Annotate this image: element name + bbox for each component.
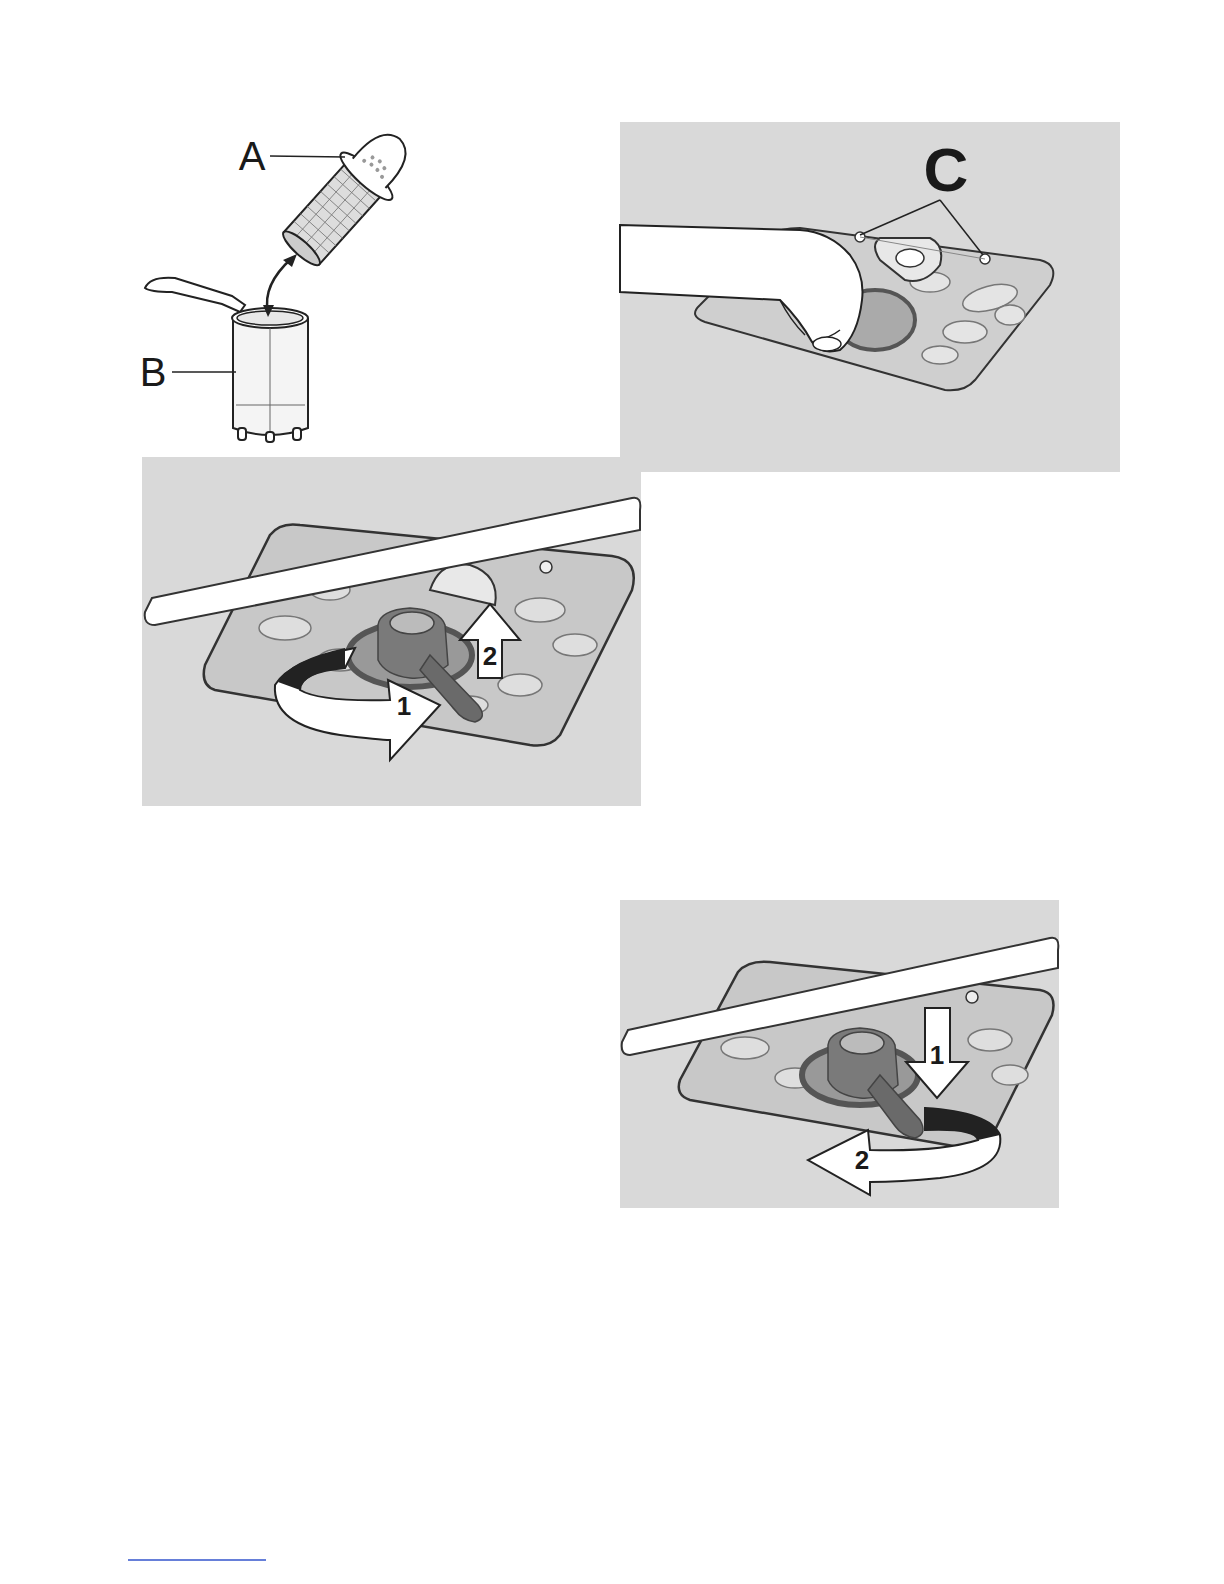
remove-filter-panel	[142, 457, 641, 806]
callout-number: 1	[397, 693, 411, 719]
callout-number: 1	[930, 1042, 944, 1068]
part-letter: A	[239, 136, 266, 176]
callout-number: 2	[483, 643, 497, 669]
part-letter: B	[140, 352, 167, 392]
refit-filter-panel	[620, 900, 1059, 1208]
filter-illustration	[145, 116, 425, 442]
link-underline	[128, 1559, 266, 1561]
part-letter: C	[924, 139, 969, 201]
filter-plate-panel	[620, 122, 1120, 472]
callout-number: 2	[855, 1147, 869, 1173]
